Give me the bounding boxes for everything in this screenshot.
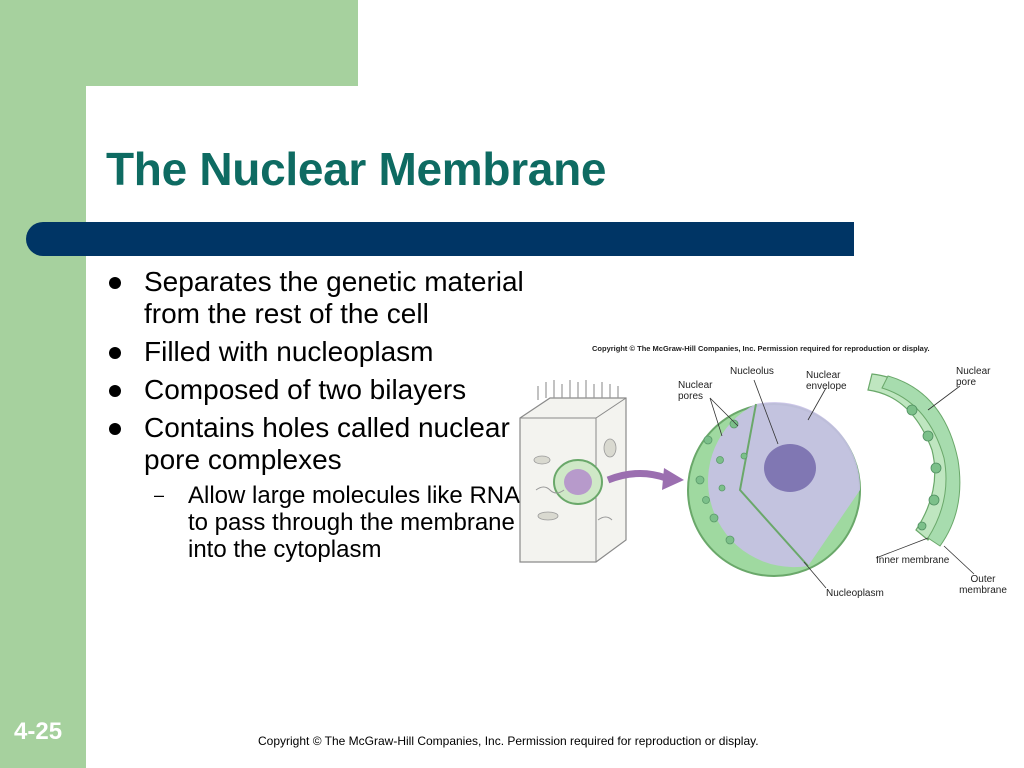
slide-number: 4-25 — [14, 718, 63, 745]
bullet-item: Separates the genetic material from the … — [104, 266, 524, 330]
label-nuclear-envelope: Nuclear envelope — [806, 370, 847, 392]
bullet-item: Filled with nucleoplasm — [104, 336, 524, 368]
bullet-dot-icon — [109, 385, 121, 397]
nuclear-envelope-icon — [867, 373, 961, 547]
nucleus-figure: Copyright © The McGraw-Hill Companies, I… — [508, 340, 1014, 610]
nucleus-illustration — [519, 373, 975, 589]
figure-copyright: Copyright © The McGraw-Hill Companies, I… — [592, 344, 930, 353]
sub-bullet-text: Allow large molecules like RNA to pass t… — [188, 482, 519, 563]
label-nucleoplasm: Nucleoplasm — [826, 588, 884, 599]
bullet-text: Composed of two bilayers — [144, 374, 467, 405]
bullet-dot-icon — [109, 347, 121, 359]
slide-title: The Nuclear Membrane — [106, 143, 607, 195]
title-divider-bar — [26, 222, 854, 256]
bullet-list: Separates the genetic material from the … — [104, 266, 524, 569]
sub-bullet-item: – Allow large molecules like RNA to pass… — [144, 482, 524, 563]
bullet-text: Filled with nucleoplasm — [144, 336, 434, 367]
bullet-item: Composed of two bilayers — [104, 374, 524, 406]
label-outer-membrane: Outer membrane — [959, 574, 1007, 596]
left-green-band — [0, 0, 86, 768]
bullet-text: Contains holes called nuclear pore compl… — [144, 412, 510, 475]
arrow-icon — [662, 468, 684, 490]
sub-bullet-list: – Allow large molecules like RNA to pass… — [144, 482, 524, 563]
label-nuclear-pores: Nuclear pores — [678, 380, 713, 402]
cell-icon — [519, 380, 627, 563]
label-inner-membrane: Inner membrane — [876, 555, 950, 566]
nucleus-sphere-icon — [687, 402, 861, 577]
dash-icon: – — [154, 485, 165, 505]
bullet-dot-icon — [109, 277, 121, 289]
top-green-band — [0, 0, 358, 86]
bullet-text: Separates the genetic material from the … — [144, 266, 524, 329]
label-nucleolus: Nucleolus — [730, 366, 774, 377]
label-nuclear-pore: Nuclear pore — [956, 366, 991, 388]
bullet-item: Contains holes called nuclear pore compl… — [104, 412, 524, 563]
bullet-dot-icon — [109, 423, 121, 435]
footer-copyright: Copyright © The McGraw-Hill Companies, I… — [258, 734, 759, 748]
